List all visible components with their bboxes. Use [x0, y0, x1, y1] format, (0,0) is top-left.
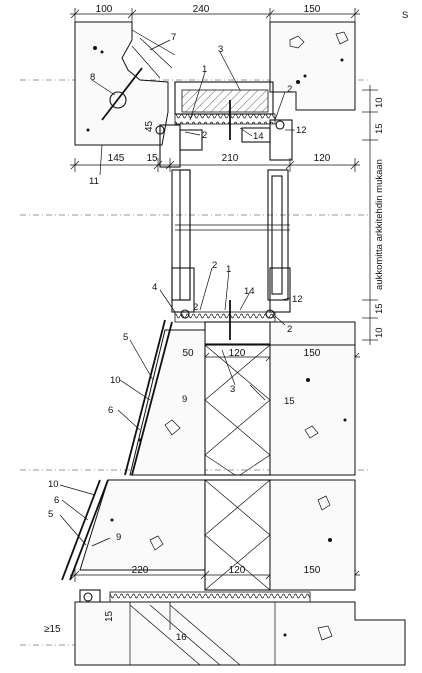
- dim-15-bottom: 15: [104, 610, 115, 622]
- dim-mid-210: 210: [222, 153, 239, 164]
- callout-2-sill-right: 2: [287, 324, 292, 335]
- callout-2-top-right: 2: [287, 84, 292, 95]
- upper-lintel-wall: [74, 21, 356, 146]
- window-sill-assembly: [171, 267, 356, 346]
- callout-3-top: 3: [218, 44, 223, 55]
- callout-4: 4: [152, 282, 157, 293]
- dim-mid-120: 120: [314, 153, 331, 164]
- rv-bot-10: 10: [374, 327, 385, 338]
- rv-note: aukkomitta arkkitehdin mukaan: [374, 159, 385, 290]
- diagonal-anchor: [101, 67, 143, 121]
- callout-2-upper: 2: [202, 130, 207, 141]
- callout-10-mid: 10: [110, 375, 121, 386]
- dim-low-120: 120: [229, 565, 246, 576]
- callout-11: 11: [89, 176, 99, 187]
- dim-sill-150: 150: [304, 348, 321, 359]
- callout-10-low: 10: [48, 479, 59, 490]
- middle-wall: [124, 319, 356, 476]
- lintel-insulation: [181, 89, 269, 113]
- callout-6-low: 6: [54, 495, 59, 506]
- callout-15: 15: [284, 396, 295, 407]
- callout-16: 16: [176, 632, 187, 643]
- dim-mid-145: 145: [108, 153, 125, 164]
- upper-mid-dimension-line: [70, 158, 360, 172]
- callout-9-low: 9: [116, 532, 121, 543]
- callout-9-mid: 9: [182, 394, 187, 405]
- right-vertical-dimension: [362, 85, 378, 345]
- callout-2-sill: 2: [212, 260, 217, 271]
- lower-seal-strip: [174, 311, 276, 323]
- callout-8: 8: [90, 72, 95, 83]
- corner-mark: S: [402, 10, 408, 21]
- callout-12-top: 12: [296, 125, 307, 136]
- callout-7: 7: [171, 32, 176, 43]
- callout-1-sill: 1: [226, 264, 231, 275]
- dim-sill-50: 50: [182, 348, 194, 359]
- dim-top-240: 240: [193, 4, 210, 15]
- dim-low-220: 220: [132, 565, 149, 576]
- callout-3-mid: 3: [230, 384, 235, 395]
- dim-mid-15: 15: [146, 153, 158, 164]
- rv-bot-15: 15: [374, 303, 385, 314]
- top-dimension-line: [70, 8, 360, 22]
- callout-14-sill: 14: [244, 286, 255, 297]
- dim-sill-120: 120: [229, 348, 246, 359]
- dim-min-15: ≥15: [44, 624, 61, 635]
- lower-wall: [61, 479, 406, 666]
- window-sash-glazing: [171, 169, 290, 301]
- rv-top-15: 15: [374, 123, 385, 134]
- callout-leaders: [59, 39, 295, 630]
- callout-2-sill-left: 2: [193, 302, 198, 313]
- callout-1-top: 1: [202, 64, 207, 75]
- callout-5-low: 5: [48, 509, 53, 520]
- dim-top-100: 100: [96, 4, 113, 15]
- dim-low-150: 150: [304, 565, 321, 576]
- callout-5-mid: 5: [123, 332, 128, 343]
- insulation-block-upper: [204, 344, 271, 476]
- callout-12-sill: 12: [292, 294, 303, 305]
- callout-6-mid: 6: [108, 405, 113, 416]
- dim-45: 45: [144, 120, 155, 132]
- base-seal-strip: [109, 591, 311, 603]
- callout-14-top: 14: [253, 131, 264, 142]
- dim-top-150: 150: [304, 4, 321, 15]
- window-frame-upper: [155, 100, 293, 168]
- rv-top-10: 10: [374, 97, 385, 108]
